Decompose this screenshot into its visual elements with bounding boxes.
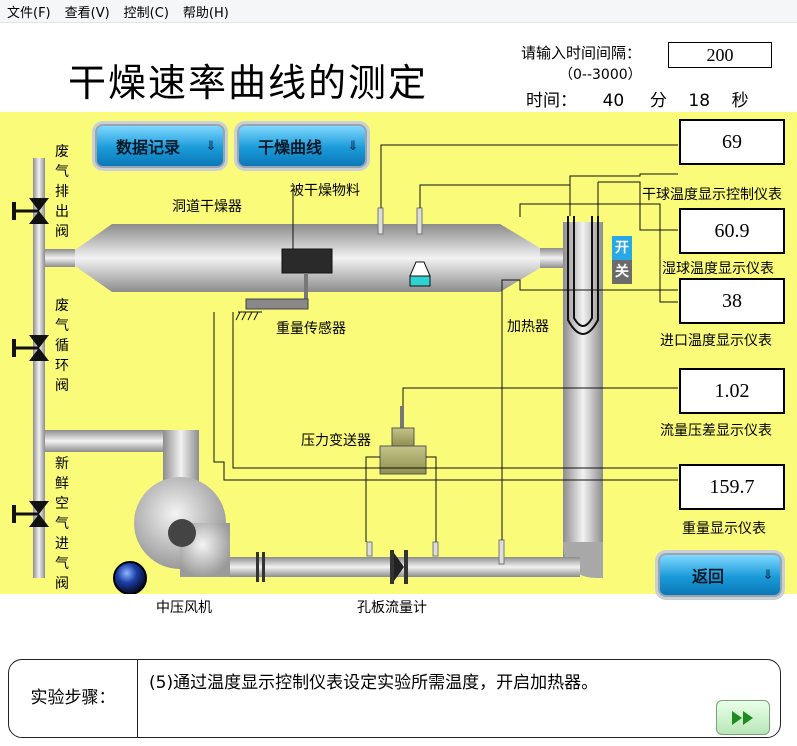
arrow-down-icon: ⇓	[762, 567, 774, 583]
recycle-pipe	[45, 430, 175, 452]
dried-material	[281, 248, 333, 274]
experiment-steps-box: 实验步骤： (5)通过温度显示控制仪表设定实验所需温度，开启加热器。	[8, 659, 781, 738]
fan-label: 中压风机	[156, 600, 212, 616]
orifice-meter-label: 孔板流量计	[357, 600, 427, 616]
heater-riser-pipe	[563, 222, 603, 574]
page-title: 干燥速率曲线的测定	[68, 61, 429, 105]
tunnel-dryer-label: 洞道干燥器	[172, 199, 242, 215]
next-step-button[interactable]	[716, 700, 770, 735]
menu-view[interactable]: 查看(V)	[64, 5, 110, 21]
recycle-valve[interactable]	[12, 335, 49, 361]
dryer-inlet-pipe	[45, 249, 75, 267]
fresh-valve-label: 新鲜空气进气阀	[55, 456, 69, 592]
pressure-transmitter	[379, 445, 427, 475]
pressure-transmitter-label: 压力变送器	[301, 433, 371, 449]
orifice-plate	[394, 553, 404, 581]
steps-text: (5)通过温度显示控制仪表设定实验所需温度，开启加热器。	[149, 673, 599, 693]
wet-bulb-label: 湿球温度显示仪表	[662, 261, 774, 277]
drying-curve-button[interactable]: 干燥曲线 ⇓	[237, 124, 367, 168]
left-vertical-pipe	[33, 158, 45, 578]
inlet-temp-label: 进口温度显示仪表	[660, 333, 772, 349]
data-record-label: 数据记录	[115, 138, 180, 157]
flow-diff-label: 流量压差显示仪表	[660, 423, 772, 439]
weight-display: 159.7	[679, 464, 785, 510]
fan-switch-knob[interactable]	[113, 561, 147, 594]
menu-help[interactable]: 帮助(H)	[182, 5, 229, 21]
weight-label: 重量显示仪表	[682, 521, 766, 537]
steps-header: 实验步骤：	[9, 660, 138, 737]
menu-file[interactable]: 文件(F)	[7, 5, 51, 21]
menu-control[interactable]: 控制(C)	[123, 5, 169, 21]
heater-u-tube	[567, 216, 599, 335]
elapsed-time: 时间： 40 分 18 秒	[526, 86, 749, 111]
weight-sensor	[245, 298, 309, 310]
interval-input[interactable]: 200	[668, 42, 772, 68]
elapsed-seconds: 18	[688, 91, 711, 111]
drying-curve-label: 干燥曲线	[257, 138, 322, 157]
dryer-outlet-pipe	[540, 248, 570, 268]
heater-label: 加热器	[507, 319, 549, 335]
exhaust-valve-label: 废气排出阀	[55, 144, 69, 240]
process-panel: 废气排出阀 废气循环阀 新鲜空气进气阀 洞道干燥器 被干燥物料 重量传感器 加热…	[0, 112, 797, 597]
menu-bar: 文件(F) 查看(V) 控制(C) 帮助(H)	[0, 0, 797, 23]
heater-on-button[interactable]: 开	[612, 236, 632, 260]
elapsed-sec-unit: 秒	[731, 91, 749, 111]
dry-bulb-display: 69	[679, 119, 785, 165]
wet-bulb-water	[409, 275, 431, 287]
arrow-down-icon: ⇓	[347, 138, 359, 154]
back-button[interactable]: 返回 ⇓	[658, 553, 782, 597]
inlet-temp-display: 38	[679, 278, 785, 324]
elapsed-minutes: 40	[602, 91, 625, 111]
heater-switch[interactable]: 开 关	[612, 236, 632, 284]
process-diagram	[12, 144, 678, 594]
exhaust-valve[interactable]	[12, 198, 49, 224]
back-label: 返回	[691, 567, 724, 586]
fresh-air-valve[interactable]	[12, 501, 49, 527]
weight-sensor-label: 重量传感器	[276, 321, 346, 337]
fast-forward-icon	[732, 710, 753, 725]
heater-off-button[interactable]: 关	[612, 260, 632, 284]
elapsed-min-unit: 分	[649, 91, 667, 111]
wet-bulb-display: 60.9	[679, 208, 785, 254]
interval-range: （0--3000）	[559, 67, 642, 83]
arrow-down-icon: ⇓	[205, 138, 217, 154]
dryer-left-cone	[75, 224, 112, 292]
material-label: 被干燥物料	[290, 183, 360, 199]
data-record-button[interactable]: 数据记录 ⇓	[95, 124, 225, 168]
dryer-right-cone	[500, 224, 540, 292]
recycle-valve-label: 废气循环阀	[55, 298, 69, 394]
dry-bulb-label: 干球温度显示控制仪表	[642, 187, 782, 203]
elapsed-label: 时间：	[526, 91, 577, 111]
interval-prompt: 请输入时间间隔：	[521, 44, 642, 62]
flow-diff-display: 1.02	[679, 368, 785, 414]
fan-hub	[168, 519, 196, 547]
